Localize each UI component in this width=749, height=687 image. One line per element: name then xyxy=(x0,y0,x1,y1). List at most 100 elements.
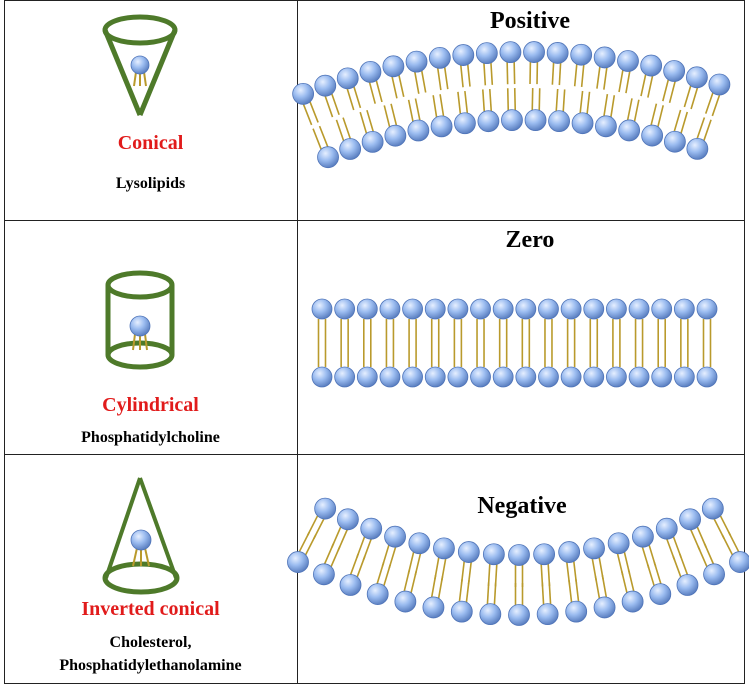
lipid-tail xyxy=(633,99,640,123)
lipid-head xyxy=(314,497,337,520)
lipid-head xyxy=(336,67,359,90)
lipid-head xyxy=(583,537,605,560)
lipid-tail xyxy=(383,105,391,128)
lipid-tail xyxy=(443,66,449,90)
lipid-head xyxy=(492,298,514,320)
lipid-head xyxy=(379,298,401,320)
lipid-head xyxy=(606,366,627,388)
lipid-tail xyxy=(410,571,418,594)
lipid-head xyxy=(546,42,569,64)
lipid-head xyxy=(359,60,382,83)
lipid-tail xyxy=(721,534,734,556)
lipid-head xyxy=(673,298,695,320)
lipid-tail xyxy=(506,88,510,111)
cone-icon xyxy=(102,14,178,116)
lipid-head xyxy=(508,604,530,626)
lipid-head xyxy=(640,54,663,77)
lipid-tail xyxy=(302,103,313,126)
lipid-tail xyxy=(513,61,516,85)
lipid-head xyxy=(560,298,582,320)
lipid-head xyxy=(664,130,686,153)
lipid-tail xyxy=(573,63,578,87)
lipid-tail xyxy=(541,582,545,605)
lipid-head xyxy=(565,600,588,623)
lipid-head xyxy=(428,46,451,69)
lipid-tail xyxy=(335,119,345,142)
lipid-name-phosphatidylethanolamine: Phosphatidylethanolamine xyxy=(59,657,242,674)
lipid-head xyxy=(515,298,537,320)
lipid-head xyxy=(593,46,616,69)
lipid-head xyxy=(632,525,654,548)
lipid-head xyxy=(384,525,406,548)
lipid-head xyxy=(447,366,469,388)
lipid-name-phosphatidylcholine: Phosphatidylcholine xyxy=(81,429,220,446)
lipid-head xyxy=(408,532,431,555)
lipid-head xyxy=(287,551,309,573)
lipid-tail xyxy=(349,553,360,576)
lipid-tail xyxy=(673,109,682,132)
lipid-tail xyxy=(646,564,655,587)
cylinder-icon xyxy=(105,270,175,370)
lipid-tail xyxy=(346,88,355,111)
lipid-tail xyxy=(580,64,585,87)
lipid-head xyxy=(433,537,455,560)
lipid-tail xyxy=(493,582,497,605)
lipid-tail xyxy=(727,531,740,553)
lipid-head xyxy=(628,366,650,388)
curvature-title-zero: Zero xyxy=(505,227,555,253)
shape-label-cylindrical: Cylindrical xyxy=(102,394,199,416)
lipid-tail xyxy=(330,93,340,116)
lipid-head xyxy=(560,366,582,388)
lipid-tail xyxy=(586,91,591,115)
lipid-tail xyxy=(575,579,580,602)
lipid-head xyxy=(424,298,446,320)
lipid-tail xyxy=(610,95,616,118)
lipid-tail xyxy=(680,111,689,134)
lipid-tail xyxy=(626,98,633,121)
lipid-tail xyxy=(551,62,555,85)
lipid-tail xyxy=(413,71,420,94)
lipid-tail xyxy=(625,70,631,94)
lipid-head xyxy=(570,43,593,66)
lipid-head xyxy=(394,590,417,613)
lipid-tail xyxy=(312,128,323,150)
lipid-tail xyxy=(368,81,376,104)
lipid-head xyxy=(454,112,476,135)
lipid-tail xyxy=(601,575,608,598)
lipid-tail xyxy=(650,103,658,126)
lipid-tail xyxy=(683,85,692,108)
lipid-tail xyxy=(437,576,444,599)
lipid-head xyxy=(655,517,678,540)
lipid-tail xyxy=(697,546,708,568)
lipid-head xyxy=(447,298,469,320)
lipid-head xyxy=(538,298,559,320)
lipid-tail xyxy=(513,88,517,111)
lipid-head xyxy=(402,366,423,388)
lipid-tail xyxy=(391,76,398,99)
lipid-tail xyxy=(330,546,341,568)
lipid-tail xyxy=(596,66,601,89)
lipid-tail xyxy=(678,553,689,576)
lipid-tail xyxy=(481,89,486,113)
lipid-head xyxy=(424,366,446,388)
lipid-tail xyxy=(490,62,494,85)
lipid-head xyxy=(475,42,498,65)
lipid-head xyxy=(292,83,315,105)
lipid-head xyxy=(673,366,695,388)
lipid-tail xyxy=(458,579,463,602)
lipid-head xyxy=(501,109,523,132)
lipid-head xyxy=(360,517,383,540)
lipid-tail xyxy=(390,103,398,126)
lipid-head xyxy=(676,574,699,596)
lipid-tail xyxy=(432,95,438,118)
lipid-tail xyxy=(465,580,470,603)
lipid-head xyxy=(729,551,749,573)
lipid-head xyxy=(696,366,718,388)
lipid-head xyxy=(379,366,401,388)
lipid-name-lysolipids: Lysolipids xyxy=(115,175,186,192)
lipid-head xyxy=(422,596,445,619)
lipid-head xyxy=(317,146,339,169)
lipid-head xyxy=(628,298,650,320)
lipid-tail xyxy=(620,571,628,594)
